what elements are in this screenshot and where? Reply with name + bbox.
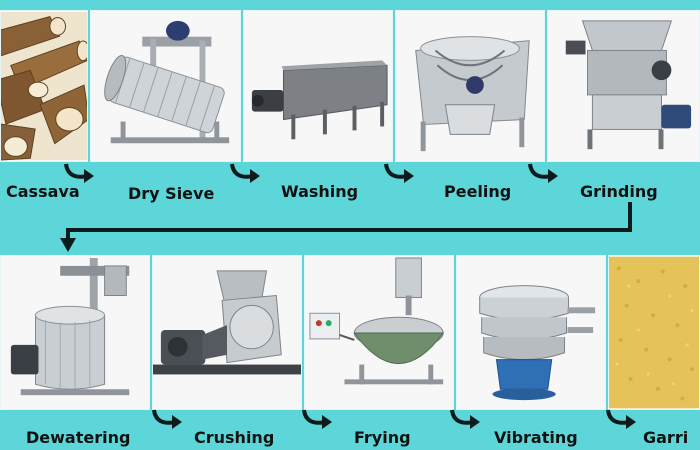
curved-arrow-icon [150, 406, 184, 432]
cassava-roots-icon [1, 11, 87, 161]
washing-machine-icon [244, 11, 392, 161]
row-connector-arrow-icon [0, 200, 700, 260]
step-label-peeling: Peeling [444, 182, 511, 201]
curved-arrow-icon [300, 406, 334, 432]
crushing-machine-icon [153, 256, 301, 409]
grinding-image [547, 10, 700, 162]
step-label-garri: Garri [643, 428, 688, 447]
cassava-image [0, 10, 88, 162]
dewatering-image [0, 255, 150, 410]
frying-pan-machine-icon [305, 256, 453, 409]
curved-arrow-icon [62, 160, 96, 186]
dry-sieve-image [90, 10, 241, 162]
grinding-machine-icon [548, 11, 699, 161]
step-label-grinding: Grinding [580, 182, 658, 201]
curved-arrow-icon [382, 160, 416, 186]
garri-granules-icon [609, 256, 699, 409]
step-label-vibrating: Vibrating [494, 428, 578, 447]
curved-arrow-icon [604, 406, 638, 432]
garri-image [608, 255, 700, 410]
peeling-image [395, 10, 545, 162]
step-label-washing: Washing [281, 182, 358, 201]
curved-arrow-icon [526, 160, 560, 186]
washing-image [243, 10, 393, 162]
step-label-crushing: Crushing [194, 428, 274, 447]
dewatering-press-icon [1, 256, 149, 409]
vibrating-image [456, 255, 606, 410]
curved-arrow-icon [448, 406, 482, 432]
vibrating-sieve-icon [457, 256, 605, 409]
step-label-frying: Frying [354, 428, 411, 447]
curved-arrow-icon [228, 160, 262, 186]
dry-sieve-machine-icon [91, 11, 240, 161]
step-label-dewatering: Dewatering [26, 428, 130, 447]
peeling-machine-icon [396, 11, 544, 161]
crushing-image [152, 255, 302, 410]
frying-image [304, 255, 454, 410]
